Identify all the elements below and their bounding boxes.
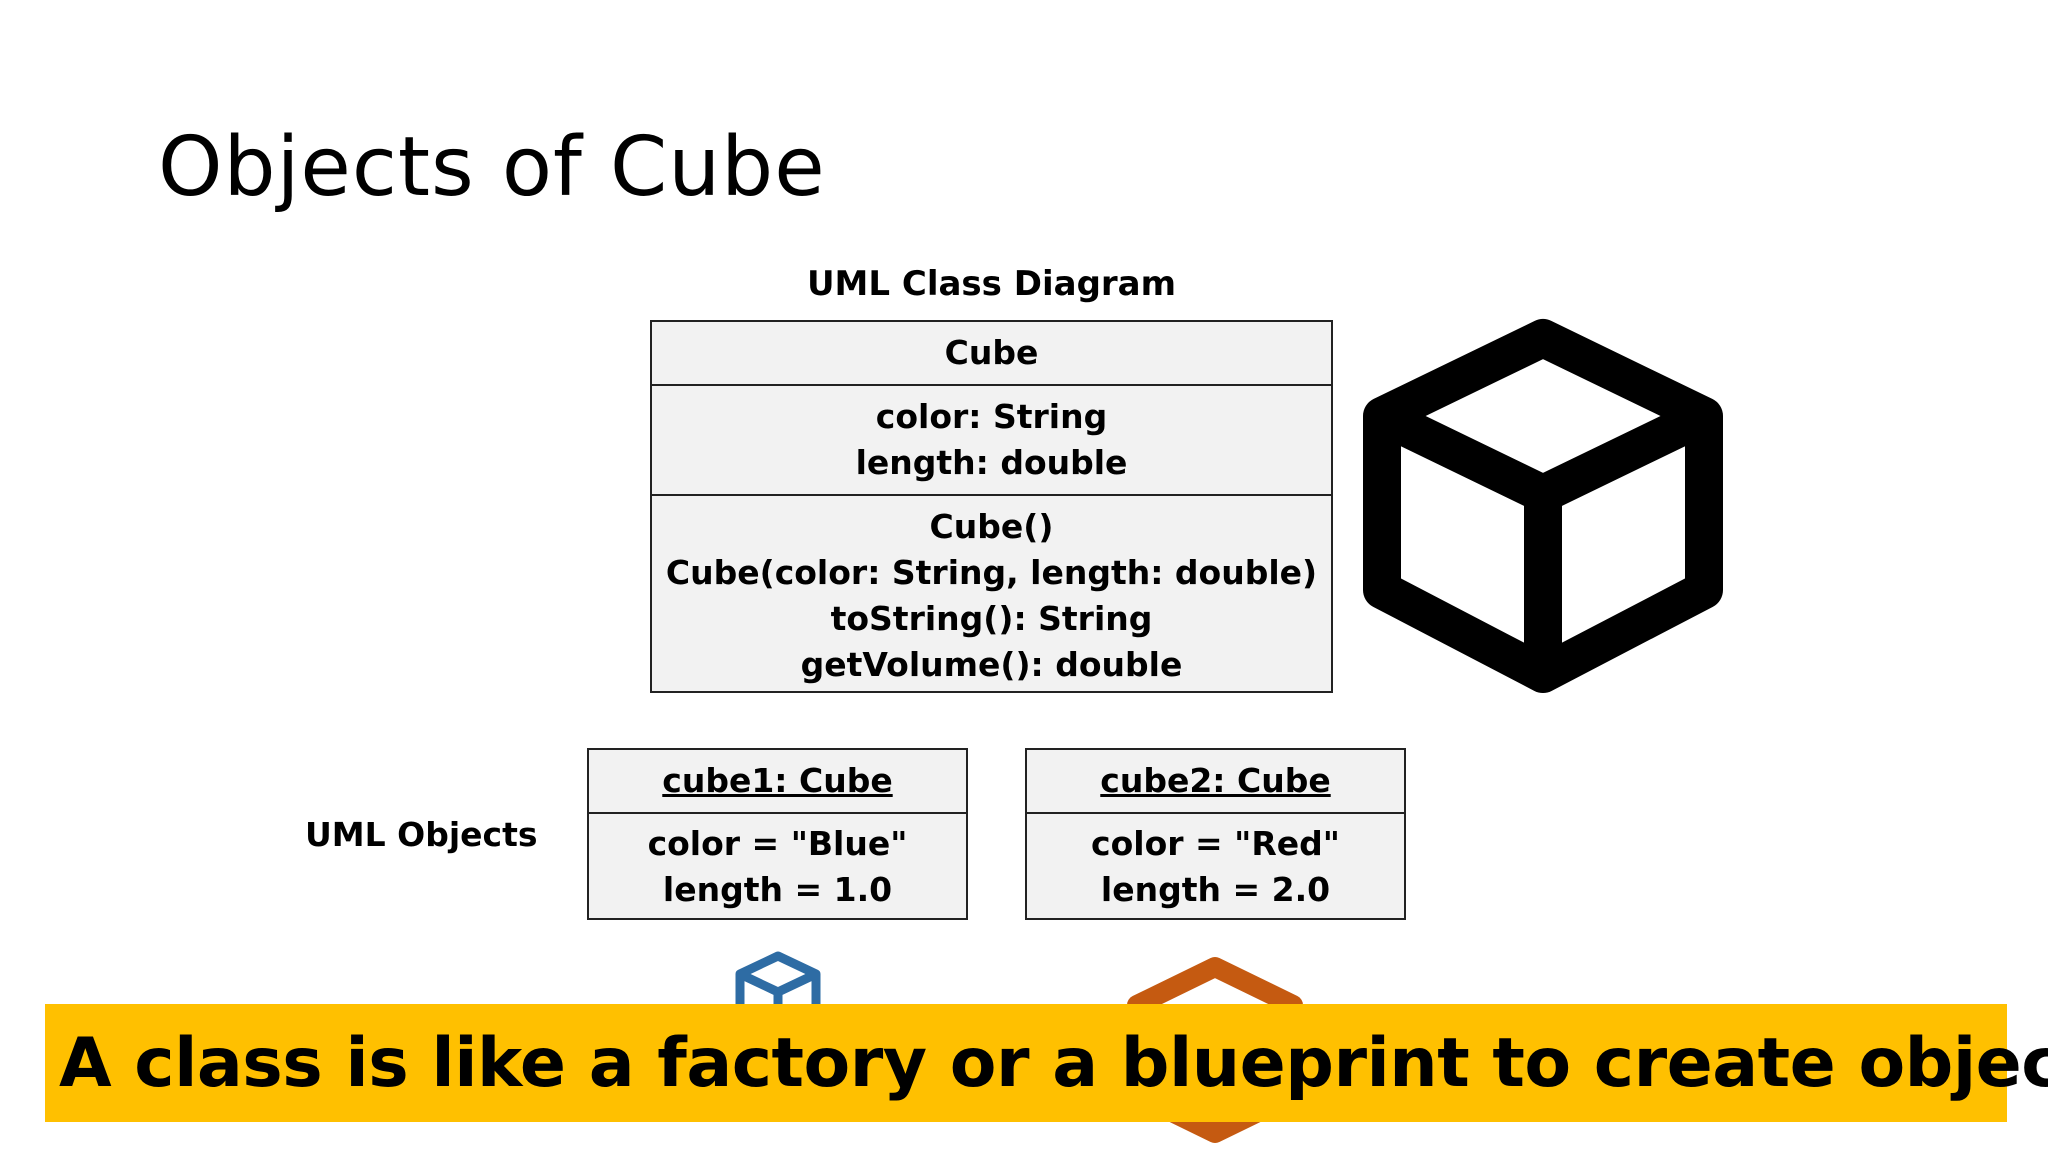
cube-icon	[1363, 319, 1723, 693]
object-attributes-section: color = "Blue" length = 1.0	[589, 812, 966, 920]
slide-title: Objects of Cube	[158, 120, 826, 215]
class-method: getVolume(): double	[800, 644, 1183, 684]
object-name-section: cube1: Cube	[589, 750, 966, 812]
class-attribute: length: double	[855, 443, 1128, 482]
object-name: cube2: Cube	[1100, 761, 1331, 800]
uml-object-box-cube1: cube1: Cube color = "Blue" length = 1.0	[587, 748, 968, 920]
object-attribute: color = "Blue"	[647, 824, 908, 863]
class-method: Cube()	[929, 506, 1054, 546]
class-name: Cube	[944, 333, 1039, 372]
class-attributes-section: color: String length: double	[652, 384, 1331, 494]
class-diagram-caption: UML Class Diagram	[806, 264, 1177, 304]
blue-cube-icon	[735, 951, 821, 1010]
object-attribute: length = 1.0	[662, 870, 893, 909]
class-method: Cube(color: String, length: double)	[665, 552, 1318, 592]
class-name-section: Cube	[652, 322, 1331, 384]
object-attribute: color = "Red"	[1091, 824, 1340, 863]
uml-objects-label: UML Objects	[305, 815, 538, 854]
object-attribute: length = 2.0	[1100, 870, 1331, 909]
object-name-section: cube2: Cube	[1027, 750, 1404, 812]
object-name: cube1: Cube	[662, 761, 893, 800]
class-attribute: color: String	[875, 397, 1108, 436]
uml-class-box: Cube color: String length: double Cube()…	[650, 320, 1333, 693]
caption-banner: A class is like a factory or a blueprint…	[45, 1004, 2048, 1122]
class-methods-section: Cube() Cube(color: String, length: doubl…	[652, 494, 1331, 695]
class-method: toString(): String	[830, 598, 1153, 638]
banner-text: A class is like a factory or a blueprint…	[59, 1023, 2048, 1103]
object-attributes-section: color = "Red" length = 2.0	[1027, 812, 1404, 920]
uml-object-box-cube2: cube2: Cube color = "Red" length = 2.0	[1025, 748, 1406, 920]
